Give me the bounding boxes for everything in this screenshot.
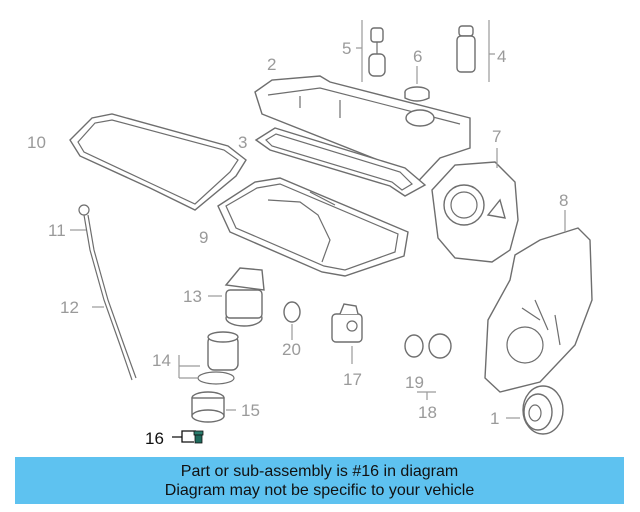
part-7-timing-cover bbox=[431, 148, 519, 263]
part-13-filter-housing bbox=[208, 267, 265, 327]
callout-5: 5 bbox=[342, 39, 351, 58]
callout-15: 15 bbox=[241, 401, 260, 420]
info-banner: Part or sub-assembly is #16 in diagram D… bbox=[15, 457, 624, 504]
callout-14: 14 bbox=[152, 351, 171, 370]
part-16-drain-plug[interactable] bbox=[172, 430, 204, 444]
part-5-bolt bbox=[356, 20, 386, 82]
callout-10: 10 bbox=[27, 133, 46, 152]
part-1-crank-pulley bbox=[506, 385, 564, 435]
callout-20: 20 bbox=[282, 340, 301, 359]
callout-18: 18 bbox=[418, 403, 437, 422]
part-20-o-ring bbox=[283, 301, 301, 340]
part-9-oil-pan bbox=[217, 177, 409, 277]
part-4-spacer bbox=[456, 20, 495, 82]
callout-1: 1 bbox=[490, 409, 499, 428]
part-17-sender bbox=[331, 303, 363, 364]
callout-7: 7 bbox=[492, 127, 501, 146]
callout-16[interactable]: 16 bbox=[145, 429, 164, 448]
part-8-timing-belt-cover bbox=[484, 210, 593, 393]
part-15-filter-cap bbox=[191, 391, 236, 423]
callout-8: 8 bbox=[559, 191, 568, 210]
banner-line-1: Part or sub-assembly is #16 in diagram bbox=[180, 462, 459, 480]
part-10-gasket bbox=[69, 113, 247, 211]
part-14-oil-filter bbox=[178, 331, 239, 385]
part-6-filler-cap bbox=[404, 66, 430, 102]
callout-19: 19 bbox=[405, 373, 424, 392]
callout-4: 4 bbox=[497, 47, 506, 66]
callout-2: 2 bbox=[267, 55, 276, 74]
callout-12: 12 bbox=[60, 298, 79, 317]
part-3-valve-cover-gasket bbox=[254, 127, 427, 197]
callout-13: 13 bbox=[183, 287, 202, 306]
banner-line-2: Diagram may not be specific to your vehi… bbox=[164, 481, 475, 499]
callout-11: 11 bbox=[48, 221, 66, 240]
callout-6: 6 bbox=[413, 47, 422, 66]
part-18-19-seals bbox=[404, 333, 452, 400]
part-2-valve-cover bbox=[254, 75, 471, 191]
callout-3: 3 bbox=[238, 133, 247, 152]
oil-drain-plug-icon bbox=[193, 430, 204, 436]
callout-17: 17 bbox=[343, 370, 362, 389]
callout-9: 9 bbox=[199, 228, 208, 247]
part-11-12-dipstick bbox=[70, 204, 137, 381]
